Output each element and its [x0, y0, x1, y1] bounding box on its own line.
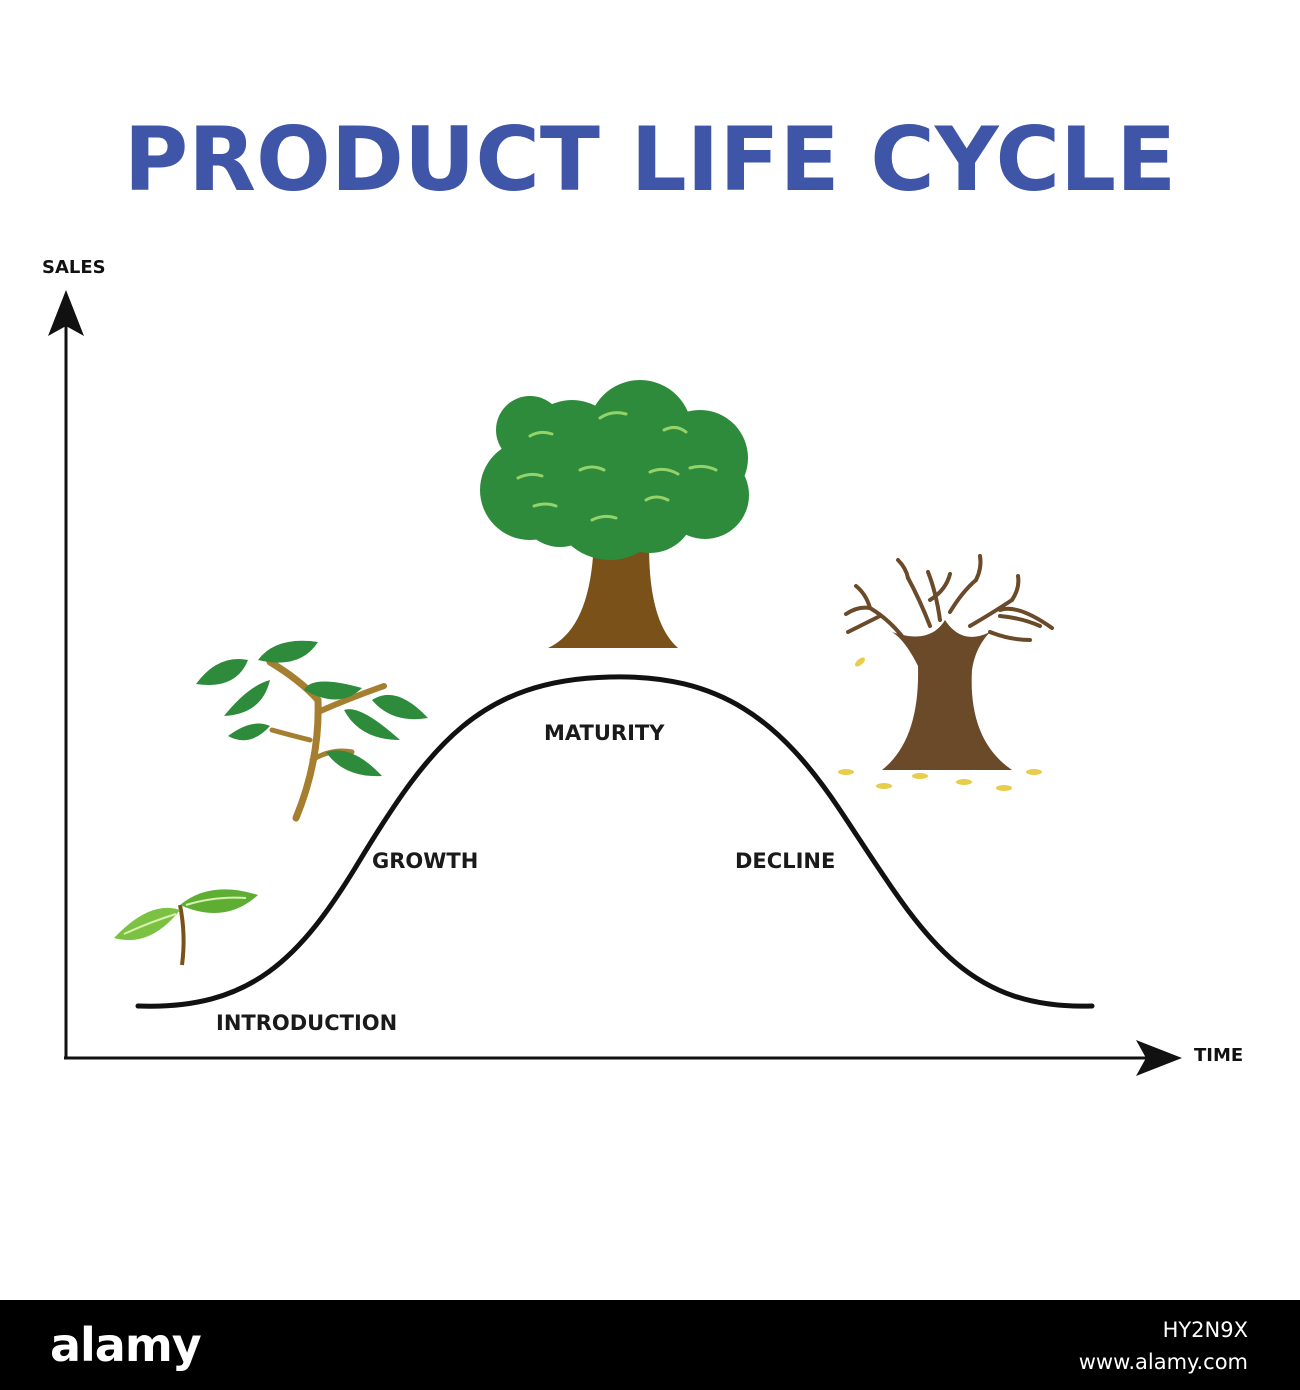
- stage-label-growth: GROWTH: [372, 849, 478, 873]
- full-tree-icon: [480, 380, 749, 648]
- brand-logo: alamy: [50, 1318, 202, 1372]
- stage-label-maturity: MATURITY: [544, 721, 665, 745]
- young-branch-icon: [196, 640, 428, 822]
- watermark-footer: alamy HY2N9X www.alamy.com: [0, 1300, 1300, 1390]
- y-axis-arrow-icon: [48, 290, 84, 336]
- page-title: PRODUCT LIFE CYCLE: [124, 108, 1176, 211]
- axes: SALES TIME: [42, 257, 1243, 1076]
- x-axis-arrow-icon: [1136, 1040, 1182, 1076]
- bare-tree-icon: [838, 554, 1054, 791]
- sprout-icon: [114, 889, 258, 966]
- x-axis-label: TIME: [1194, 1045, 1243, 1066]
- y-axis-label: SALES: [42, 257, 106, 278]
- image-id: HY2N9X: [1162, 1318, 1248, 1342]
- product-life-cycle-diagram: PRODUCT LIFE CYCLE SALES TIME INTRODUCTI…: [42, 108, 1243, 1076]
- life-cycle-curve: [135, 674, 1095, 1009]
- stage-label-introduction: INTRODUCTION: [216, 1011, 397, 1035]
- site-url: www.alamy.com: [1078, 1350, 1248, 1374]
- stage-label-decline: DECLINE: [735, 849, 835, 873]
